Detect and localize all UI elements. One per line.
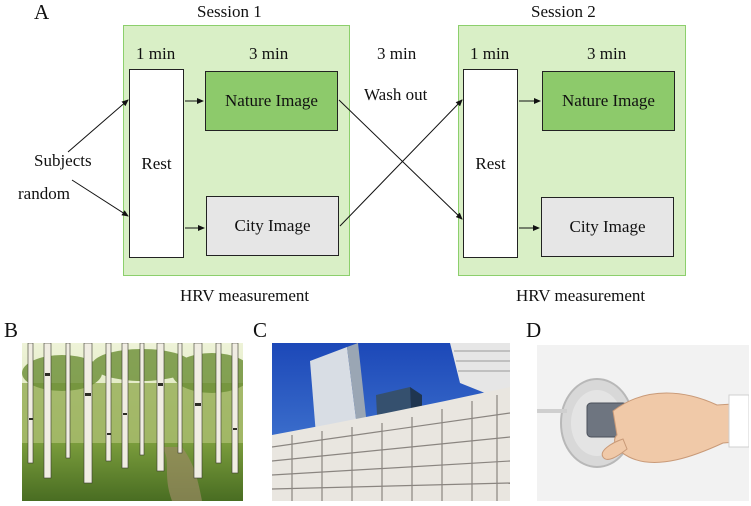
session-1-title: Session 1 — [197, 2, 262, 21]
session-1-city-box: City Image — [206, 196, 339, 256]
washout-duration: 3 min — [377, 44, 417, 63]
session-2-title: Session 2 — [531, 2, 596, 21]
session-2-city-box: City Image — [541, 197, 674, 257]
session-2-nature-label: Nature Image — [562, 91, 655, 110]
panel-label-a: A — [34, 0, 50, 24]
random-label: random — [18, 184, 70, 203]
panel-label-c: C — [253, 318, 268, 342]
birch-forest-photo — [22, 343, 243, 501]
session-1-nature-label: Nature Image — [225, 91, 318, 110]
flow-arrows — [67, 98, 541, 231]
session-2-nature-box: Nature Image — [542, 71, 675, 131]
session-1-rest-duration: 1 min — [136, 44, 176, 63]
session-2-image-duration: 3 min — [587, 44, 627, 63]
arrow-subjects-to-rest-upper — [67, 99, 129, 153]
session-2-measurement-label: HRV measurement — [516, 286, 646, 305]
session-2-rest-box: Rest — [463, 69, 518, 258]
session-1-city-label: City Image — [234, 216, 311, 235]
arrow-city1-to-rest2 — [339, 99, 463, 227]
panel-label-d: D — [526, 318, 542, 342]
session-1-rest-box: Rest — [129, 69, 184, 258]
session-2-city-label: City Image — [569, 217, 646, 236]
washout-label: Wash out — [364, 85, 428, 104]
session-1-rest-label: Rest — [141, 153, 172, 173]
panel-label-b: B — [4, 318, 19, 342]
subjects-label: Subjects — [34, 151, 92, 170]
session-2-rest-duration: 1 min — [470, 44, 510, 63]
session-1-measurement-label: HRV measurement — [180, 286, 310, 305]
session-2-rest-label: Rest — [475, 153, 506, 173]
arrow-nature1-to-rest2 — [338, 99, 463, 220]
arrow-subjects-to-rest-lower — [71, 179, 129, 217]
session-1-image-duration: 3 min — [249, 44, 289, 63]
hand-pulse-sensor-photo — [537, 345, 749, 501]
session-1-nature-box: Nature Image — [205, 71, 338, 131]
city-buildings-photo — [272, 343, 510, 501]
